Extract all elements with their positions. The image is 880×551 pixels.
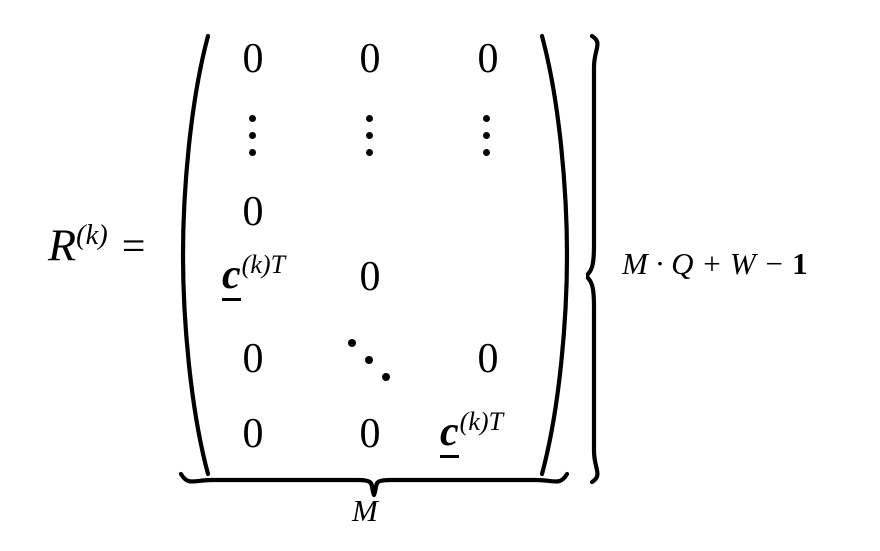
matrix-cell-r6c3-cvector: c(k)T (440, 407, 503, 458)
c-vector-superscript-k: (k) (241, 250, 271, 279)
matrix-symbol-superscript: (k) (76, 220, 108, 251)
equals-sign: = (121, 224, 146, 271)
matrix-cell-r2c2-vdots (366, 115, 378, 160)
label-part-minus: − (763, 246, 785, 281)
matrix-cell-r5c2-ddots (348, 339, 398, 389)
label-part-one: 1 (792, 246, 808, 281)
matrix-cell-r5c1: 0 (242, 336, 264, 382)
right-brace-label: M · Q + W − 1 (622, 248, 808, 279)
c-vector-superscript-k: (k) (459, 407, 489, 436)
c-vector-superscript-transpose: T (270, 250, 286, 279)
matrix-cell-r2c3-vdots (483, 115, 495, 160)
matrix-cell-r1c3: 0 (477, 36, 499, 82)
label-part-dot: · (655, 246, 664, 281)
matrix-cell-r5c3: 0 (477, 336, 499, 382)
matrix-open-paren (178, 33, 212, 477)
label-part-m: M (622, 246, 648, 281)
matrix-cell-r1c1: 0 (242, 36, 264, 82)
bottom-brace-label: M (352, 493, 378, 528)
matrix-cell-r6c2: 0 (359, 411, 381, 457)
label-part-w: W (729, 246, 756, 281)
c-vector-superscript-transpose: T (488, 407, 504, 436)
matrix-close-paren (538, 33, 572, 477)
label-part-q: Q (671, 246, 694, 281)
right-row-count-brace (586, 33, 616, 485)
bottom-column-count-brace (178, 471, 570, 499)
matrix-cell-r3c1: 0 (242, 189, 264, 235)
matrix-cell-r1c2: 0 (359, 36, 381, 82)
label-part-plus: + (701, 246, 723, 281)
c-vector-superscript: (k)T (242, 250, 285, 279)
matrix-cell-r4c2: 0 (359, 254, 381, 300)
lhs-expression: R(k) = (48, 219, 146, 271)
matrix-cell-r4c1-cvector: c(k)T (222, 250, 285, 301)
c-vector-symbol: c (440, 411, 459, 458)
c-vector-symbol: c (222, 254, 241, 301)
matrix-symbol-R: R (48, 219, 77, 271)
matrix-cell-r6c1: 0 (242, 411, 264, 457)
matrix-cell-r2c1-vdots (249, 115, 261, 160)
c-vector-superscript: (k)T (460, 407, 503, 436)
